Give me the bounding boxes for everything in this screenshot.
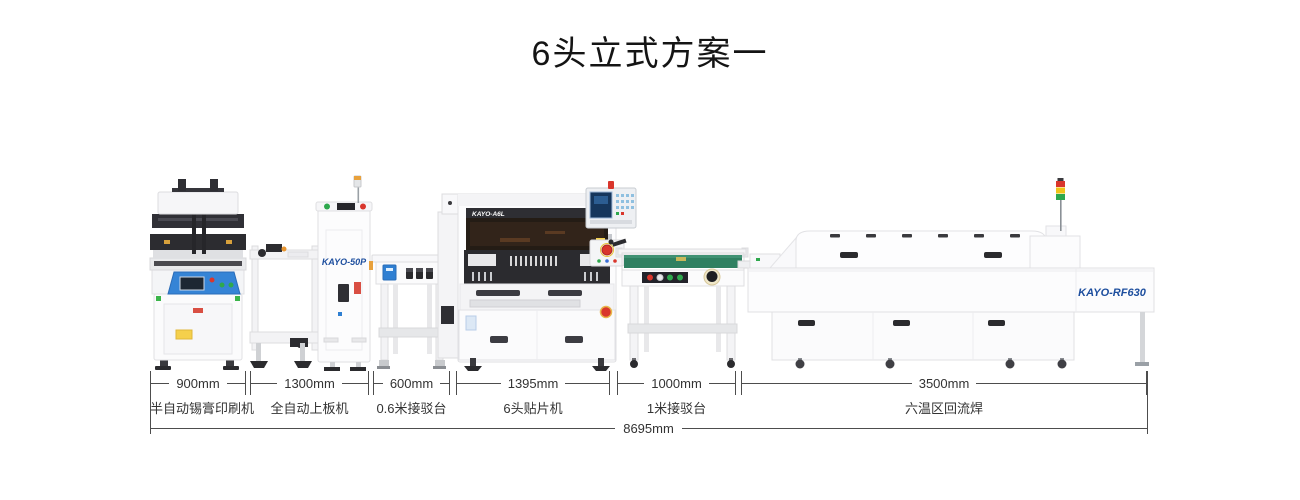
dimension-value: 1395mm [507,375,559,391]
head-beam [157,191,239,215]
green-button [667,274,673,281]
dimension-segment-printer: 900mm [150,371,246,395]
dimension-segment-pnp: 1395mm [456,371,610,395]
signal-tower-light [1056,178,1065,200]
red-label [193,308,203,313]
machine-pick-and-place: KAYO-A6L [437,181,637,371]
total-dimension-value: 8695mm [623,420,674,436]
control-box [382,264,397,281]
warning-sticker [175,329,193,340]
emergency-stop-button [599,305,613,319]
pnp-model-label: KAYO-A6L [472,211,505,218]
display-slot [337,203,355,210]
machine-solder-paste-printer [149,179,247,370]
door-handle [565,336,583,343]
hood-handle [984,252,1002,258]
red-button [209,277,215,283]
machine-name-label: 6头贴片机 [503,401,563,416]
loader-frame [249,244,323,368]
machine-name-label: 全自动上板机 [270,401,349,416]
dimension-end-tick-right [1147,371,1148,434]
door-handle [798,320,815,326]
machine-conveyor-1m [608,238,749,368]
casters [795,358,1067,369]
signal-pole [1060,200,1062,231]
machine-board-loader: KAYO-50P [249,175,373,371]
machine-name-label: 0.6米接驳台 [376,401,447,416]
beacon-light [608,181,614,189]
panel-screen [179,276,205,291]
dimension-value: 3500mm [918,375,970,391]
print-rail [150,234,246,250]
hood-handle [840,252,858,258]
machine-reflow-oven: KAYO-RF630 [737,178,1155,369]
dimension-value: 900mm [176,375,220,391]
white-button [656,274,664,281]
emergency-stop-button [601,244,613,256]
dimension-value: 1300mm [284,375,335,391]
green-button [324,203,330,210]
dimension-segment-conveyor1m: 1000mm [617,371,736,395]
dimension-segment-loader: 1300mm [250,371,369,395]
dimension-segment-oven: 3500mm [741,371,1147,395]
green-button [677,274,683,281]
door-handle [490,336,508,343]
red-button [647,274,653,281]
oven-model-label: KAYO-RF630 [1078,287,1147,299]
door-handle [893,320,910,326]
total-dimension-line: 8695mm [150,420,1148,436]
dimension-end-tick-left [150,371,151,434]
dimension-segment-conveyor06: 600mm [373,371,450,395]
page-title: 6头立式方案一 [531,35,769,73]
speed-knob [706,271,718,282]
door-handle [338,284,349,302]
loader-model-label: KAYO-50P [322,257,367,267]
dimension-value: 1000mm [651,375,702,391]
door-handle [988,320,1005,326]
green-button [228,282,234,288]
printer-feet [155,356,239,370]
hood-vents [830,234,1020,238]
green-button [219,282,225,288]
machine-name-label: 1米接驳台 [646,401,707,416]
signal-pole [357,186,360,203]
red-button [360,203,366,210]
conveyor-belt [624,255,742,268]
machine-name-label: 半自动锡膏印刷机 [150,401,255,416]
machine-name-label: 六温区回流焊 [904,401,983,416]
loader-tower: KAYO-50P [315,175,373,371]
monitor-screen [589,191,613,219]
dimension-value: 600mm [389,375,434,391]
